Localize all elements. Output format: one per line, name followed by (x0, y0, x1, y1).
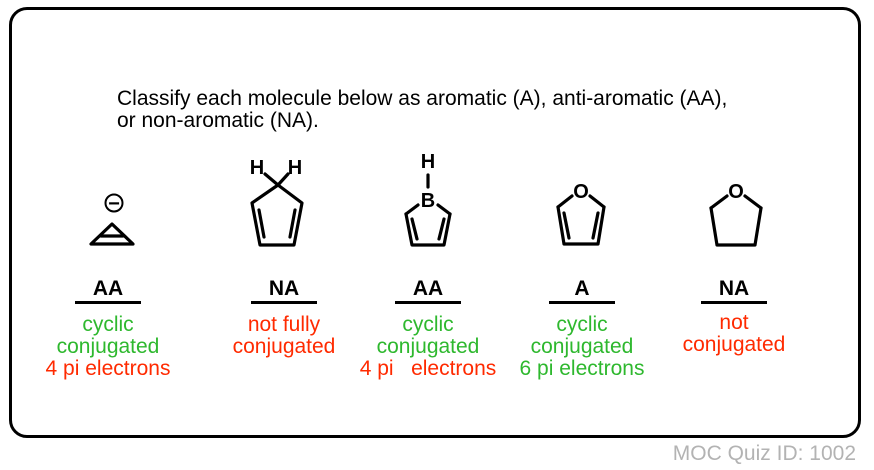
answer-column-5: NA not conjugated (654, 278, 814, 356)
question-text: Classify each molecule below as aromatic… (117, 88, 797, 132)
answer-column-2: NA not fully conjugated (194, 278, 374, 358)
double-bond-right (437, 217, 446, 241)
ring-bond (588, 194, 606, 209)
explanation: cyclic conjugated 4 pi electrons (348, 314, 508, 380)
answer-label: A (574, 277, 590, 300)
hydrogen-left: H (250, 157, 264, 179)
ring-bond (436, 203, 452, 216)
ring-bond (404, 203, 420, 216)
explanation-line: cyclic (402, 313, 454, 336)
ch-bond-left (263, 172, 280, 187)
answer-underline (75, 301, 141, 304)
double-bond-left (562, 211, 571, 240)
molecule-furan: O (556, 181, 606, 246)
ch-bond-right (276, 172, 290, 187)
double-bond-right (288, 208, 297, 239)
explanation: cyclic conjugated 4 pi electrons (28, 314, 188, 380)
explanation-line: cyclic (82, 313, 134, 336)
question-line-1: Classify each molecule below as aromatic… (117, 87, 728, 110)
boron: B (421, 190, 435, 212)
answer-underline (701, 301, 767, 304)
answer-column-4: A cyclic conjugated 6 pi electrons (502, 278, 662, 380)
answer-column-1: AA cyclic conjugated 4 pi electrons (28, 278, 188, 380)
explanation: not fully conjugated (194, 314, 374, 358)
ring-bond (556, 194, 574, 209)
hydrogen-right: H (288, 157, 302, 179)
hydrogen: H (421, 151, 435, 173)
explanation-line: conjugated (232, 335, 336, 358)
ring-bond (743, 194, 763, 210)
ring-bonds (709, 206, 763, 247)
explanation-line: 4 pi electrons (359, 357, 497, 380)
explanation-line: not fully (247, 313, 321, 336)
oxygen: O (728, 181, 744, 203)
question-line-2: or non-aromatic (NA). (117, 109, 319, 132)
explanation-line: 6 pi electrons (519, 357, 645, 380)
negative-charge-circle (104, 193, 124, 213)
molecule-borole: H B (404, 151, 452, 247)
explanation-line: not (719, 311, 749, 334)
answer-label: AA (412, 277, 444, 300)
ring-bond (709, 194, 729, 210)
explanation-line: conjugated (530, 335, 634, 358)
molecule-tetrahydrofuran: O (709, 181, 763, 247)
oxygen: O (573, 181, 589, 203)
quiz-card (9, 7, 861, 438)
charge-label: − (108, 193, 120, 215)
answer-column-3: AA cyclic conjugated 4 pi electrons (348, 278, 508, 380)
molecule-cyclopropenyl-anion: − (89, 193, 135, 246)
answer-label: NA (268, 277, 300, 300)
ring-bonds (556, 205, 606, 246)
answer-underline (549, 301, 615, 304)
answer-underline (251, 301, 317, 304)
double-bond-left (257, 208, 266, 239)
double-bond-right (591, 211, 600, 240)
explanation-line: cyclic (556, 313, 608, 336)
ring-bonds (250, 183, 304, 247)
explanation: not conjugated (654, 312, 814, 356)
molecule-cyclopentadiene: H H (250, 157, 304, 247)
ring-bond (89, 222, 135, 246)
explanation: cyclic conjugated 6 pi electrons (502, 314, 662, 380)
answer-label: AA (92, 277, 124, 300)
quiz-id-footer: MOC Quiz ID: 1002 (672, 442, 856, 465)
explanation-line: 4 pi electrons (45, 357, 171, 380)
explanation-line: conjugated (376, 335, 480, 358)
answer-underline (395, 301, 461, 304)
explanation-line: conjugated (56, 335, 160, 358)
ring-bonds (404, 212, 452, 247)
answer-label: NA (718, 277, 750, 300)
explanation-line: conjugated (682, 333, 786, 356)
double-bond-left (410, 217, 419, 241)
